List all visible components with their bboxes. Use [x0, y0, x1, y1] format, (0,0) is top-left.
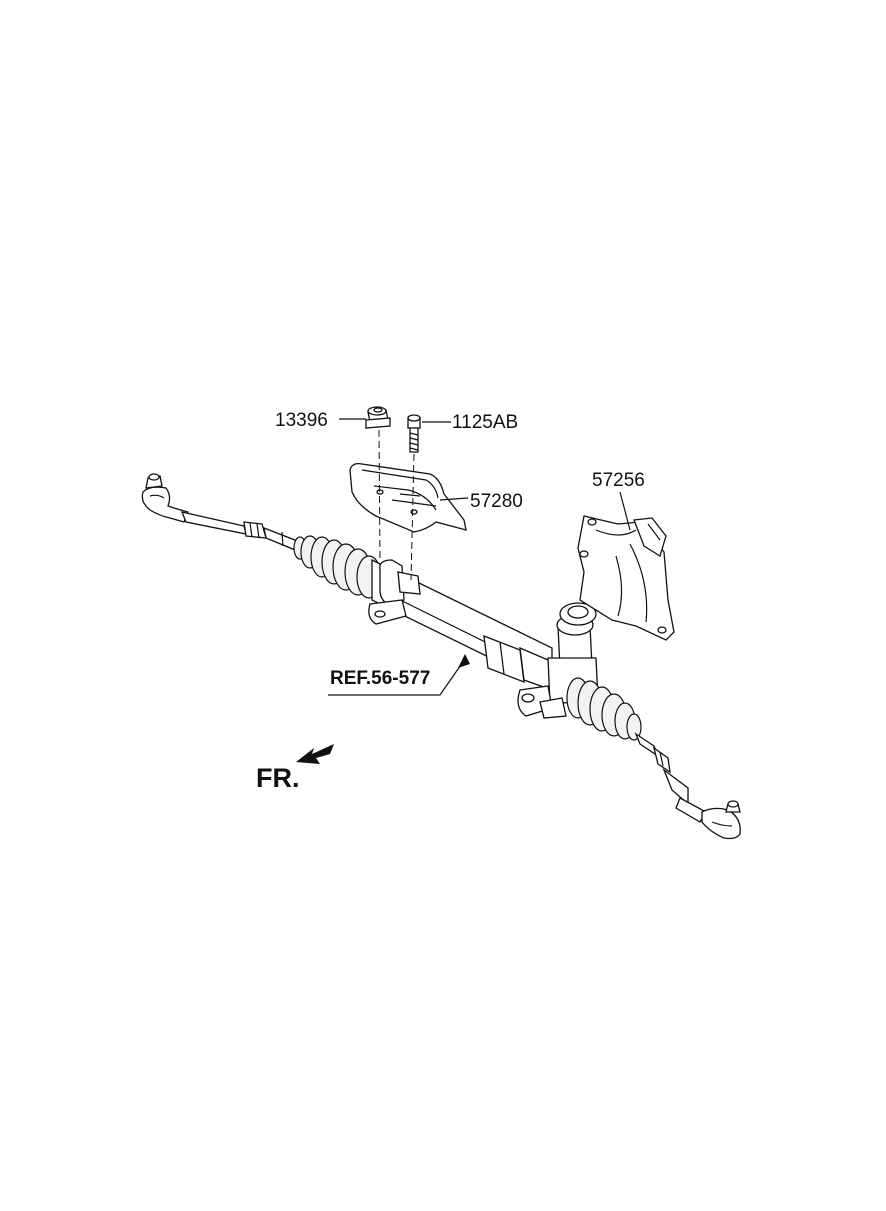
- label-57256: 57256: [592, 470, 645, 491]
- label-13396: 13396: [275, 410, 328, 431]
- bolt-part: [407, 414, 421, 453]
- label-1125AB: 1125AB: [452, 412, 518, 433]
- ref-arrow-head: [458, 654, 470, 668]
- left-mount-bracket: [368, 559, 421, 625]
- left-bellows: [293, 535, 382, 599]
- bolt-alignment-line: [410, 453, 415, 581]
- label-57280: 57280: [470, 491, 523, 512]
- right-tie-rod: [634, 732, 707, 823]
- heat-shield-part: [349, 462, 467, 533]
- left-tie-rod: [180, 511, 301, 553]
- ref-leader-line: [328, 658, 466, 696]
- right-tie-rod-end: [701, 800, 741, 840]
- leader-57280: [439, 497, 469, 501]
- right-bellows: [566, 677, 642, 741]
- cover-part: [577, 515, 675, 641]
- label-front: FR.: [256, 763, 300, 793]
- label-ref: REF.56-577: [330, 668, 430, 689]
- front-arrow-icon: [296, 744, 334, 764]
- left-tie-rod-end: [141, 473, 189, 523]
- leader-57256: [619, 491, 631, 531]
- nut-part: [365, 406, 391, 429]
